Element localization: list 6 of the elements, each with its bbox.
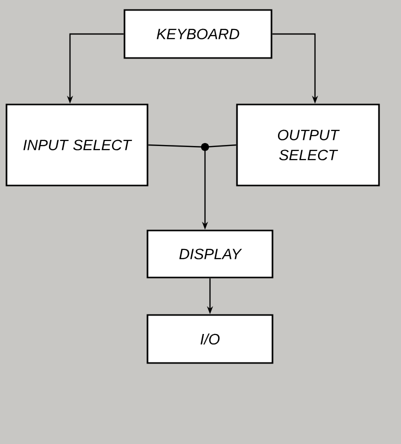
junction-dot: [201, 143, 209, 151]
process-box: DISPLAY: [146, 230, 274, 278]
process-box: I/O: [146, 314, 274, 364]
process-box: OUTPUT SELECT: [236, 104, 380, 186]
process-box: KEYBOARD: [124, 9, 272, 59]
process-box: INPUT SELECT: [6, 104, 148, 186]
